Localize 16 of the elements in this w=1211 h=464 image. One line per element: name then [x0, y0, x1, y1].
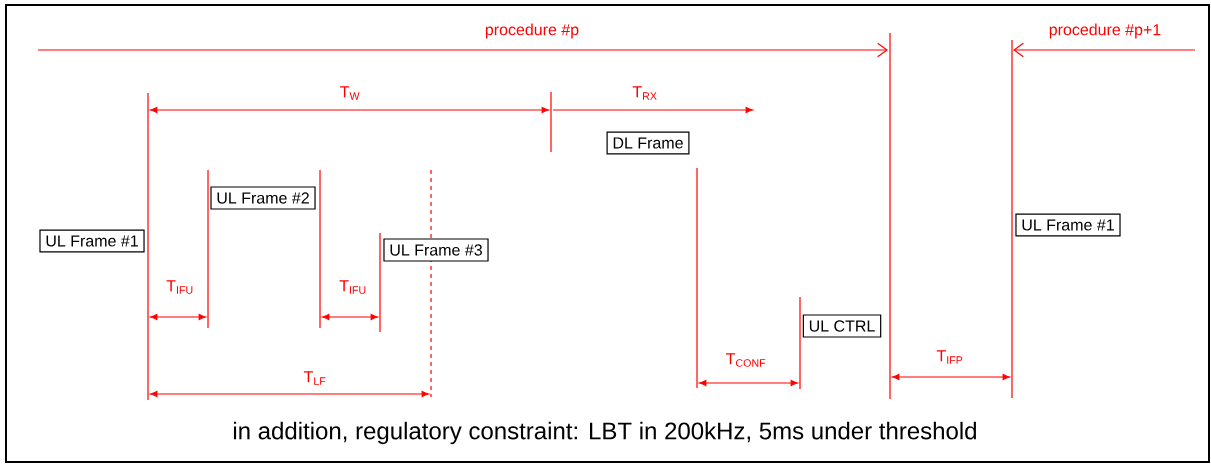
frame-box: UL Frame #1 [1015, 213, 1121, 237]
dimension-label: T$_{IFU}$ [339, 280, 366, 294]
dimension-label: T$_{IFP}$ [936, 350, 963, 364]
frame-box: DL Frame [606, 131, 690, 155]
dimension-label: T$_{IFU}$ [166, 280, 193, 294]
frame-box: UL Frame #2 [210, 186, 316, 210]
caption: in addition, regulatory constraint: LBT in 200kHz, 5ms under threshold [234, 421, 976, 445]
dimension-label: T$_{LF}$ [303, 371, 326, 385]
frame-box: UL Frame #3 [383, 238, 489, 262]
dimension-label: procedure #p+1 [1049, 23, 1161, 39]
dimension-label: T$_{W}$ [340, 86, 360, 100]
dimension-label: T$_{RX}$ [632, 86, 657, 100]
frame-box: UL CTRL [802, 314, 882, 338]
dimension-label: procedure #p [485, 23, 579, 39]
frame-box: UL Frame #1 [39, 229, 145, 253]
dimension-label: T$_{CONF}$ [726, 353, 766, 367]
